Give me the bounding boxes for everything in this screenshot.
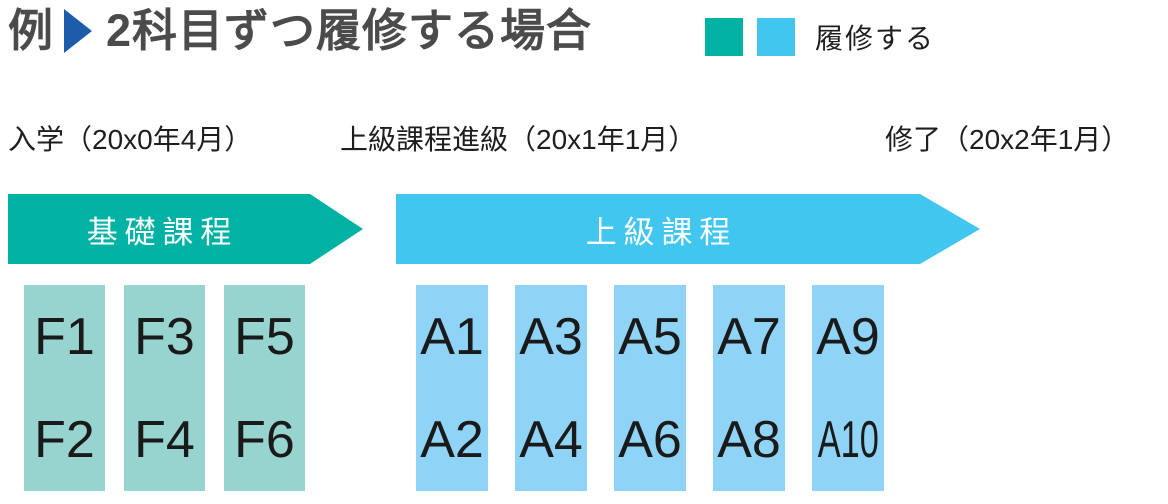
course-label-a6: A6	[618, 410, 682, 469]
course-label-a10: A10	[817, 410, 879, 469]
course-label-a2: A2	[420, 410, 484, 469]
course-label-a9: A9	[816, 307, 880, 366]
milestone-completion: 修了（20x2年1月）	[885, 124, 1130, 155]
course-label-f2: F2	[34, 410, 95, 469]
advanced-track-arrow: 上級課程	[396, 194, 980, 264]
course-column-a9-a10: A9 A10	[812, 285, 884, 491]
course-label-a3: A3	[519, 307, 583, 366]
course-column-f1-f2: F1 F2	[24, 285, 105, 491]
advanced-arrow-body: 上級課程	[396, 194, 920, 264]
course-label-f6: F6	[234, 410, 295, 469]
course-label-f3: F3	[134, 307, 195, 366]
course-label-a8: A8	[717, 410, 781, 469]
course-column-a5-a6: A5 A6	[614, 285, 686, 491]
advanced-track-label: 上級課程	[585, 214, 738, 250]
course-column-a1-a2: A1 A2	[416, 285, 488, 491]
foundation-arrow-body: 基礎課程	[8, 194, 310, 264]
course-column-a3-a4: A3 A4	[515, 285, 587, 491]
course-label-f1: F1	[34, 307, 95, 366]
course-label-a1: A1	[420, 307, 484, 366]
milestone-advanced-promotion: 上級課程進級（20x1年1月）	[340, 124, 697, 155]
advanced-arrow-tip-icon	[920, 194, 980, 264]
foundation-arrow-tip-icon	[310, 194, 363, 264]
foundation-course-columns: F1 F2 F3 F4 F5 F6	[24, 285, 305, 491]
title-prefix: 例	[8, 5, 55, 56]
course-label-f4: F4	[134, 410, 195, 469]
legend-swatch-advanced	[757, 18, 795, 56]
course-column-a7-a8: A7 A8	[713, 285, 785, 491]
course-column-f3-f4: F3 F4	[124, 285, 205, 491]
title-text: 2科目ずつ履修する場合	[106, 5, 593, 56]
legend: 履修する	[705, 17, 935, 57]
legend-label: 履修する	[815, 23, 936, 54]
advanced-course-columns: A1 A2 A3 A4 A5 A6 A7 A8 A9 A10	[416, 285, 884, 491]
course-label-a7: A7	[717, 307, 781, 366]
foundation-track-arrow: 基礎課程	[8, 194, 363, 264]
legend-swatch-foundation	[705, 18, 743, 56]
title-right-triangle-icon	[64, 8, 93, 53]
page-title: 例 2科目ずつ履修する場合	[8, 6, 592, 56]
foundation-track-label: 基礎課程	[86, 214, 239, 250]
course-column-f5-f6: F5 F6	[224, 285, 305, 491]
course-label-f5: F5	[234, 307, 295, 366]
milestone-enrollment: 入学（20x0年4月）	[8, 124, 253, 155]
course-label-a5: A5	[618, 307, 682, 366]
course-label-a4: A4	[519, 410, 583, 469]
